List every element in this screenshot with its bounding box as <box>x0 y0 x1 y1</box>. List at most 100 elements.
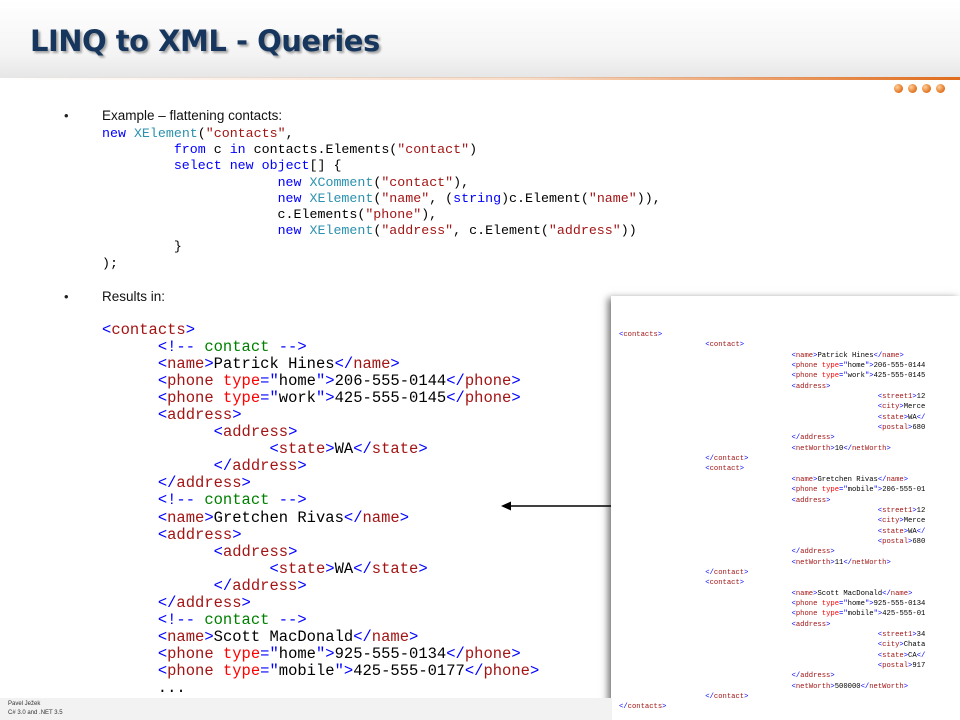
source-xml-line: <phone type="home">206-555-0144 <box>619 362 926 371</box>
source-xml-token: < <box>791 558 796 567</box>
source-xml-token <box>619 507 878 515</box>
code-line: new XElement("address", c.Element("addre… <box>102 223 637 238</box>
source-xml-token: name <box>890 589 909 598</box>
source-xml-token: > <box>813 475 818 484</box>
results-xml-token: > <box>325 440 335 459</box>
results-xml-token: > <box>399 508 410 527</box>
source-xml-token: netWorth <box>869 682 904 691</box>
code-token: "name" <box>588 190 637 206</box>
results-xml-token: --> <box>278 338 307 357</box>
slide-header: LINQ to XML - Queries <box>0 0 960 80</box>
source-xml-token <box>619 465 705 473</box>
source-xml-token: state <box>882 413 904 422</box>
source-xml-token: < <box>705 341 710 350</box>
results-xml-token: address <box>222 423 289 442</box>
results-xml-line: <phone type="mobile">425-555-0177</phone… <box>102 662 539 680</box>
source-xml-token: contact <box>713 455 745 464</box>
results-xml-token: </ <box>213 576 233 595</box>
code-token: from <box>173 142 206 158</box>
results-xml-token <box>102 645 158 663</box>
source-xml-token <box>619 403 878 411</box>
results-xml-token: > <box>232 525 242 544</box>
code-token: new <box>277 190 302 206</box>
results-xml-token: contact <box>195 338 279 357</box>
results-xml-token <box>102 440 269 458</box>
results-xml-token: < <box>269 440 279 459</box>
results-xml-token: state <box>371 559 419 578</box>
source-xml-line: <phone type="work">425-555-0145 <box>619 372 926 381</box>
bullet-results: Results in: <box>102 289 166 304</box>
source-xml-token: mobile <box>847 486 874 495</box>
results-xml-line: <contacts> <box>102 321 195 339</box>
results-xml-token <box>214 372 223 390</box>
code-token: )c.Element( <box>501 190 589 206</box>
source-xml-token: < <box>877 537 883 546</box>
source-xml-token: < <box>877 424 883 433</box>
results-xml-token: contact <box>195 491 279 510</box>
results-xml-line: <phone type="home">925-555-0134</phone> <box>102 645 521 663</box>
source-xml-token <box>619 476 792 484</box>
source-xml-line: <phone type="home">925-555-0134 <box>619 600 926 608</box>
source-xml-token: </ <box>619 703 628 712</box>
source-xml-token: street1 <box>882 393 913 402</box>
results-xml-token: > <box>418 559 428 578</box>
source-xml-token: > <box>830 558 835 567</box>
code-token: new <box>229 158 254 174</box>
source-xml-token: 12 <box>916 506 926 515</box>
results-xml-token: Patrick Hines <box>213 355 335 374</box>
results-xml-token: contacts <box>111 321 186 339</box>
results-xml-token: < <box>157 355 168 374</box>
results-xml-token: > <box>511 389 521 408</box>
code-line: new XElement("contacts", <box>102 126 294 141</box>
results-xml-line: <address> <box>102 423 298 442</box>
slide-footer: Pavel Ježek C# 3.0 and .NET 3.5 <box>0 698 612 720</box>
source-xml-token <box>619 652 878 660</box>
source-xml-token <box>619 641 878 649</box>
source-xml-token: Merce <box>903 403 926 412</box>
source-xml-token: < <box>877 393 883 402</box>
source-xml-token: > <box>662 703 667 712</box>
header-accent-line <box>0 77 960 80</box>
results-xml-line: <address> <box>102 543 298 561</box>
results-xml-line: </address> <box>102 474 251 492</box>
results-xml-token: WA <box>334 559 354 578</box>
source-xml-token: > <box>912 630 917 639</box>
results-xml-token: name <box>167 508 205 527</box>
code-token: "contact" <box>381 174 454 190</box>
source-xml-token: < <box>705 579 710 588</box>
source-xml-token: </ <box>791 434 801 443</box>
source-xml-token: postal <box>882 662 909 670</box>
results-xml-token <box>214 389 223 407</box>
source-xml-token: </ <box>705 693 714 702</box>
results-xml-line: <state>WA</state> <box>102 440 427 459</box>
source-xml-token: =" <box>839 362 848 371</box>
source-xml-line: <netWorth>11</netWorth> <box>619 559 891 567</box>
source-xml-token: netWorth <box>795 682 831 691</box>
code-token <box>102 142 174 157</box>
source-xml-token: > <box>886 444 891 453</box>
code-line: new XElement("name", (string)c.Element("… <box>102 191 661 206</box>
source-xml-line: <address> <box>619 383 831 391</box>
results-xml-block: <contacts> <!-- contact --> <name>Patric… <box>102 321 539 697</box>
results-xml-token: 206-555-0144 <box>334 372 447 391</box>
source-xml-line: <name>Patrick Hines</name> <box>619 352 904 360</box>
source-xml-line: <address> <box>619 496 831 505</box>
code-token: , <box>285 126 294 141</box>
source-xml-token: type <box>821 372 840 381</box>
code-line: ); <box>102 256 118 271</box>
results-xml-line: <address> <box>102 526 242 544</box>
source-xml-line: </address> <box>619 548 835 556</box>
results-xml-line: <phone type="work">425-555-0145</phone> <box>102 389 521 407</box>
results-xml-token: =" <box>260 372 279 391</box>
source-xml-token: 10 <box>834 444 844 453</box>
results-xml-token: "> <box>316 389 335 408</box>
bullet-example: Example – flattening contacts: <box>102 108 283 123</box>
results-xml-token: </ <box>157 593 177 612</box>
source-xml-panel: <contacts> <contact> <name>Patrick Hines… <box>611 296 960 720</box>
source-xml-token <box>619 590 792 598</box>
arrow-icon <box>501 501 612 511</box>
results-xml-token: name <box>167 627 205 646</box>
source-xml-token: > <box>826 496 831 505</box>
source-xml-token <box>619 569 705 577</box>
results-xml-token: state <box>278 440 326 459</box>
